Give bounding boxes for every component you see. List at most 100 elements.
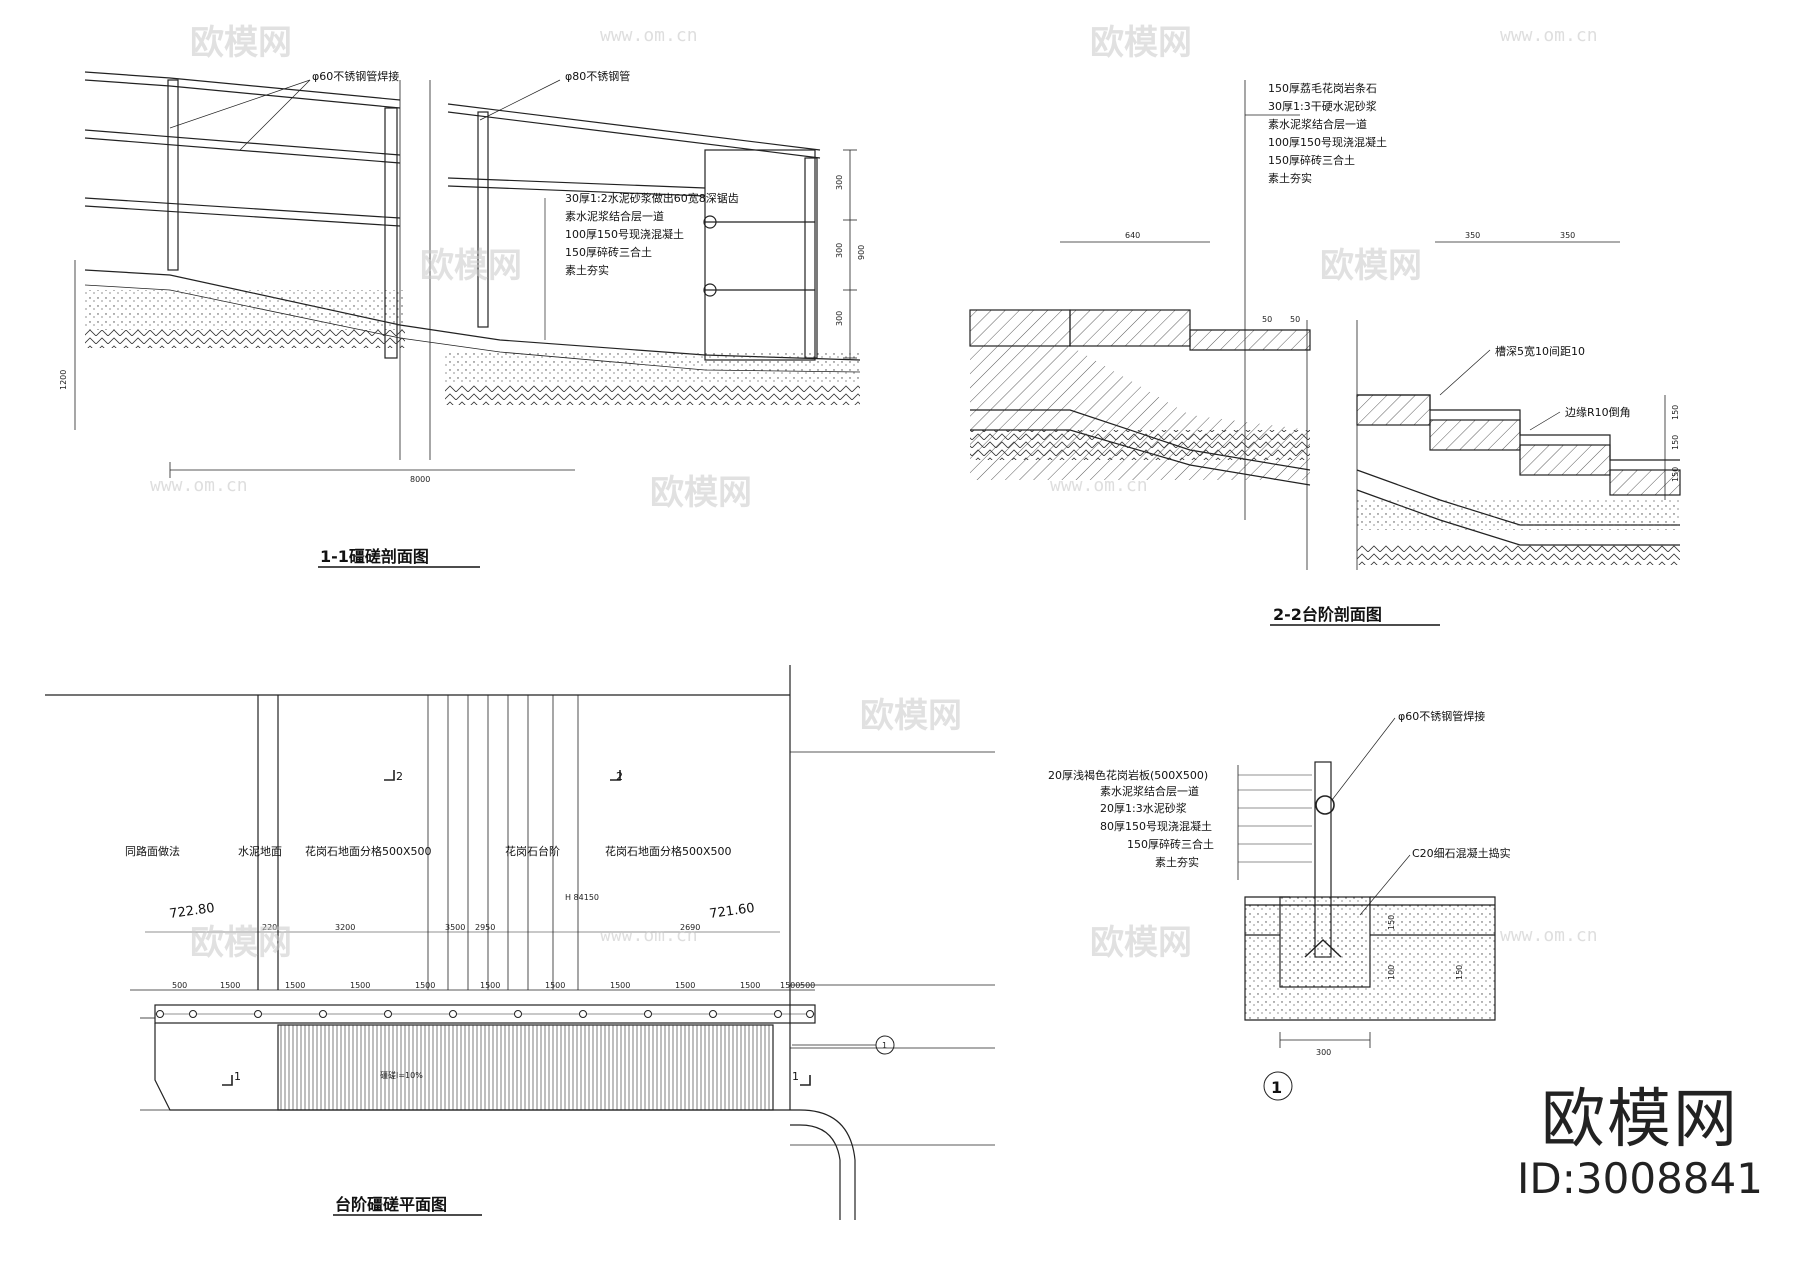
dim-length: 8000 bbox=[410, 475, 430, 484]
d1-dim-300: 300 bbox=[1316, 1048, 1331, 1057]
watermark-url: www.om.cn bbox=[1500, 25, 1598, 46]
watermark-url: www.om.cn bbox=[600, 925, 698, 946]
watermark-text: 欧模网 bbox=[1090, 23, 1192, 63]
brand-stamp: 欧模网 ID:3008841 bbox=[1515, 1085, 1765, 1203]
s22-layer-5: 150厚碎砖三合土 bbox=[1268, 153, 1355, 167]
s22-layer-3: 素水泥浆结合层一道 bbox=[1268, 117, 1367, 131]
d1-layer-4: 80厚150号现浇混凝土 bbox=[1100, 819, 1212, 833]
plan-label-4: 花岗石台阶 bbox=[505, 844, 560, 858]
pd-1: 1500 bbox=[220, 981, 240, 990]
elev-right: 721.60 bbox=[708, 901, 755, 922]
pd-5: 1500 bbox=[480, 981, 500, 990]
md-4: 2690 bbox=[680, 923, 700, 932]
s22-dim-50b: 50 bbox=[1290, 315, 1300, 324]
pd-0: 500 bbox=[172, 981, 187, 990]
d1-dim-v3: 150 bbox=[1455, 965, 1464, 980]
s22-dim-150-3: 150 bbox=[1671, 467, 1680, 482]
ramp-slope: 礓磋I=10% bbox=[380, 1070, 423, 1080]
d1-layer-2: 素水泥浆结合层一道 bbox=[1100, 784, 1199, 798]
layer-label-5: 素土夯实 bbox=[565, 263, 609, 277]
s22-dim-350a: 350 bbox=[1465, 231, 1480, 240]
pd-2: 1500 bbox=[285, 981, 305, 990]
watermark-url: www.om.cn bbox=[600, 25, 698, 46]
d1-concrete: C20细石混凝土捣实 bbox=[1412, 846, 1511, 860]
watermark-url: www.om.cn bbox=[1050, 475, 1148, 496]
plan-mark: H 84150 bbox=[565, 893, 599, 902]
md-3: 2950 bbox=[475, 923, 495, 932]
dim-height: 1200 bbox=[59, 370, 68, 390]
section-2-2-labels: 150厚荔毛花岗岩条石 30厚1:3干硬水泥砂浆 素水泥浆结合层一道 100厚1… bbox=[1125, 81, 1680, 626]
section-2-2 bbox=[969, 80, 1681, 570]
plan-label-3: 花岗石地面分格500X500 bbox=[305, 844, 432, 858]
watermark-text: 欧模网 bbox=[1090, 923, 1192, 963]
layer-label-3: 100厚150号现浇混凝土 bbox=[565, 227, 684, 241]
d1-layer-6: 素土夯实 bbox=[1155, 855, 1199, 869]
pd-4: 1500 bbox=[415, 981, 435, 990]
s22-layer-6: 素土夯实 bbox=[1268, 171, 1312, 185]
watermark-url: www.om.cn bbox=[150, 475, 248, 496]
s22-dim-350b: 350 bbox=[1560, 231, 1575, 240]
pipe80-label: φ80不锈钢管 bbox=[565, 69, 630, 83]
s22-layer-4: 100厚150号现浇混凝土 bbox=[1268, 135, 1387, 149]
section-mark-2b: 2 bbox=[616, 770, 623, 783]
plan-label-2: 水泥地面 bbox=[238, 845, 282, 858]
d1-dim-v1: 150 bbox=[1387, 915, 1396, 930]
plan-label-1: 同路面做法 bbox=[125, 844, 180, 858]
dim-r-2: 300 bbox=[835, 243, 844, 258]
section-1-1 bbox=[74, 71, 861, 478]
d1-dim-v2: 100 bbox=[1387, 965, 1396, 980]
detail-ref: 1 bbox=[882, 1041, 887, 1050]
pd-6: 1500 bbox=[545, 981, 565, 990]
detail-1-number: 1 bbox=[1271, 1078, 1282, 1097]
plan-posts bbox=[156, 1010, 814, 1018]
watermark-text: 欧模网 bbox=[860, 696, 962, 736]
title-section-1-1: 1-1礓磋剖面图 bbox=[320, 547, 429, 566]
s22-dim-150-1: 150 bbox=[1671, 405, 1680, 420]
pd-10: 1500 bbox=[780, 981, 800, 990]
pd-11: 500 bbox=[800, 981, 815, 990]
s22-groove-label: 槽深5宽10间距10 bbox=[1495, 344, 1585, 358]
watermark-text: 欧模网 bbox=[190, 923, 292, 963]
dim-total: 900 bbox=[857, 245, 866, 260]
section-mark-2a: 2 bbox=[396, 770, 403, 783]
d1-layer-5: 150厚碎砖三合土 bbox=[1127, 837, 1214, 851]
s22-edge-label: 边缘R10倒角 bbox=[1565, 406, 1631, 419]
md-1: 3200 bbox=[335, 923, 355, 932]
md-2: 3500 bbox=[445, 923, 465, 932]
dim-r-1: 300 bbox=[835, 175, 844, 190]
brand-name: 欧模网 bbox=[1541, 1083, 1739, 1157]
watermark-text: 欧模网 bbox=[1320, 246, 1422, 286]
s22-dim-640: 640 bbox=[1125, 231, 1140, 240]
watermark-url: www.om.cn bbox=[1500, 925, 1598, 946]
section-1-1-labels: φ60不锈钢管焊接 φ80不锈钢管 30厚1:2水泥砂浆做出60宽8深锯齿 素水… bbox=[59, 69, 866, 568]
s22-layer-1: 150厚荔毛花岗岩条石 bbox=[1268, 81, 1377, 95]
s22-dim-150-2: 150 bbox=[1671, 435, 1680, 450]
layer-label-2: 素水泥浆结合层一道 bbox=[565, 209, 664, 223]
s22-dim-50a: 50 bbox=[1262, 315, 1272, 324]
step-ramp-plan bbox=[45, 665, 995, 1220]
pd-8: 1500 bbox=[675, 981, 695, 990]
title-section-2-2: 2-2台阶剖面图 bbox=[1273, 605, 1382, 624]
pd-9: 1500 bbox=[740, 981, 760, 990]
brand-id: ID:3008841 bbox=[1517, 1154, 1763, 1203]
section-mark-1a: 1 bbox=[234, 1070, 241, 1083]
d1-pipe: φ60不锈钢管焊接 bbox=[1398, 709, 1485, 723]
elev-left: 722.80 bbox=[168, 901, 215, 922]
d1-layer-1: 20厚浅褐色花岗岩板(500X500) bbox=[1048, 768, 1208, 782]
watermark-text: 欧模网 bbox=[650, 473, 752, 513]
md-0: 220 bbox=[262, 923, 277, 932]
dim-r-3: 300 bbox=[835, 311, 844, 326]
detail-1-labels: φ60不锈钢管焊接 20厚浅褐色花岗岩板(500X500) 素水泥浆结合层一道 … bbox=[1048, 709, 1511, 1097]
layer-label-1: 30厚1:2水泥砂浆做出60宽8深锯齿 bbox=[565, 191, 739, 205]
watermark-text: 欧模网 bbox=[190, 23, 292, 63]
plan-label-5: 花岗石地面分格500X500 bbox=[605, 844, 732, 858]
detail-1 bbox=[1237, 717, 1496, 1101]
watermark-text: 欧模网 bbox=[420, 246, 522, 286]
title-plan: 台阶礓磋平面图 bbox=[335, 1195, 447, 1214]
s22-layer-2: 30厚1:3干硬水泥砂浆 bbox=[1268, 99, 1377, 113]
layer-label-4: 150厚碎砖三合土 bbox=[565, 245, 652, 259]
d1-layer-3: 20厚1:3水泥砂浆 bbox=[1100, 801, 1187, 815]
pd-7: 1500 bbox=[610, 981, 630, 990]
pd-3: 1500 bbox=[350, 981, 370, 990]
